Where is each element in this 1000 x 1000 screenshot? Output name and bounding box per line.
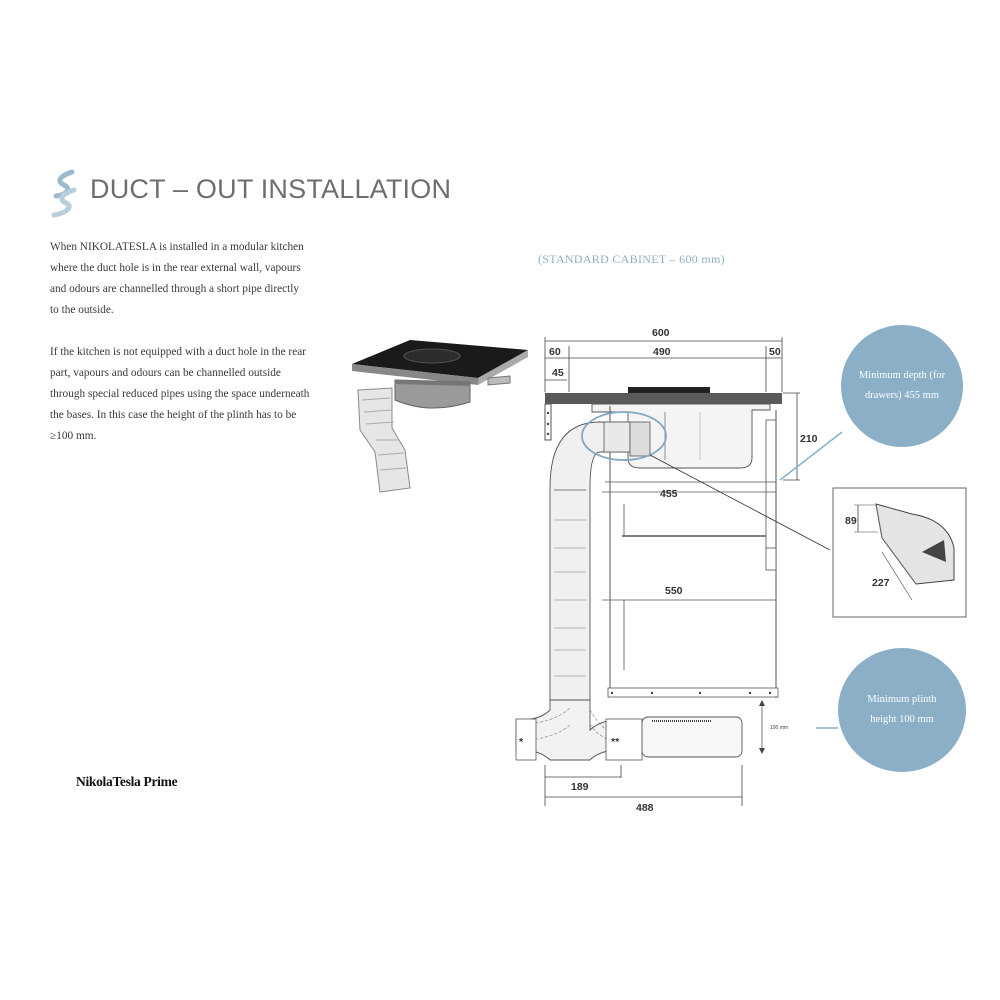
dim-490: 490 xyxy=(653,346,671,358)
alternate-paragraph: If the kitchen is not equipped with a du… xyxy=(50,346,310,442)
dim-60: 60 xyxy=(549,346,561,358)
dim-50: 50 xyxy=(769,346,781,358)
diagram-subtitle: (STANDARD CABINET – 600 mm) xyxy=(538,252,725,266)
dim-455: 455 xyxy=(660,488,678,500)
dim-189: 189 xyxy=(571,781,589,793)
drawer-depth-callout: Minimum depth (for drawers) 455 mm xyxy=(841,325,963,447)
dim-89: 89 xyxy=(845,515,857,527)
plinth-ducts: * ** 100 mm xyxy=(515,699,788,761)
intro-paragraph: When NIKOLATESLA is installed in a modul… xyxy=(50,241,304,316)
plinth-height-callout: Minimum plinth height 100 mm xyxy=(838,648,966,772)
vertical-duct xyxy=(549,411,667,701)
product-name: NikolaTesla Prime xyxy=(76,774,178,789)
hob-illustration xyxy=(352,340,528,493)
dim-550: 550 xyxy=(665,585,683,597)
asterisk-left: * xyxy=(519,736,524,748)
dim-600: 600 xyxy=(652,327,670,339)
highlight-circle xyxy=(581,411,667,461)
dim-210: 210 xyxy=(800,433,818,445)
drawer-depth-callout-text: Minimum depth (for drawers) 455 mm xyxy=(858,370,946,401)
page-title: DUCT – OUT INSTALLATION xyxy=(90,174,452,204)
dim-plinth-small: 100 mm xyxy=(770,725,788,731)
detail-box: 89 227 xyxy=(832,487,967,618)
hob-depth-dimension: 210 xyxy=(783,392,818,481)
dim-45: 45 xyxy=(552,367,564,379)
dim-488: 488 xyxy=(636,802,654,814)
bubble-connector-top xyxy=(779,431,843,481)
plinth-height-callout-text: Minimum plinth height 100 mm xyxy=(867,694,937,725)
dim-227: 227 xyxy=(872,577,890,589)
bottom-dimensions: 189 488 xyxy=(544,765,743,814)
wave-logo-icon xyxy=(51,169,77,218)
detail-leader-line xyxy=(649,454,831,551)
top-dimensions: 600 60 490 50 45 xyxy=(544,327,783,392)
asterisk-right: ** xyxy=(611,736,620,748)
